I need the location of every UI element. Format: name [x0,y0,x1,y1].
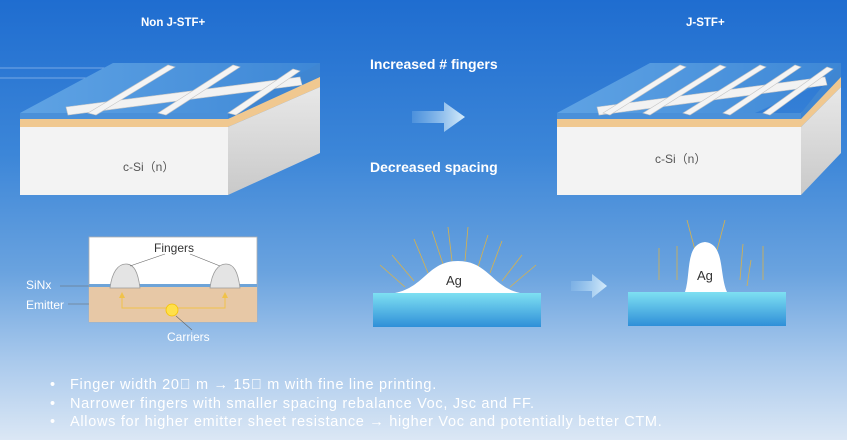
right-substrate-label: c-Si（n） [655,152,706,166]
finger-bump-left [109,263,141,289]
bullet-list: •Finger width 20  m → 15  m with fine li… [50,376,662,432]
ag-base-narrow [628,292,786,326]
decorative-lines [0,67,110,79]
left-wafer-diagram: c-Si（n） [20,63,320,195]
sinx-layer [20,113,228,119]
substrate-face [20,127,228,195]
sinx-layer [557,113,801,119]
sinx-label: SiNx [26,278,52,292]
arrow-icon [412,102,465,132]
carriers-label: Carriers [167,330,210,344]
finger [722,64,802,116]
ag-left-label: Ag [446,273,462,288]
emitter-layer [557,119,801,127]
increased-fingers-text: Increased # fingers [370,56,498,72]
left-substrate-label: c-Si（n） [123,160,174,174]
finger [227,68,301,116]
finger [682,64,767,116]
finger [762,66,834,116]
bullet-item: •Allows for higher emitter sheet resista… [50,414,663,430]
right-wafer-diagram: c-Si（n） [557,63,841,195]
ag-finger-wide [395,261,520,293]
finger [87,64,176,116]
arrow-small-icon [571,274,607,298]
finger-bump-right [209,263,241,289]
cross-section-diagram: Fingers [60,236,258,331]
left-panel-title: Non J-STF+ [141,17,206,29]
emitter-layer [20,119,228,127]
bullet-item: •Narrower fingers with smaller spacing r… [50,395,535,412]
finger [602,64,687,116]
substrate-face [557,127,801,195]
ag-right-label: Ag [697,268,713,283]
emitter-label: Emitter [26,298,65,312]
finger [157,64,241,116]
sinx-layer [89,284,257,287]
ag-finger-narrow [685,242,727,292]
right-panel-title: J-STF+ [686,17,725,29]
ag-profile-narrow: Ag [628,219,786,326]
decreased-spacing-text: Decreased spacing [370,159,498,175]
busbar [65,76,303,116]
ag-profile-wide: Ag [373,226,541,327]
ag-base-wide [373,293,541,327]
bullet-item: •Finger width 20  m → 15  m with fine li… [50,377,437,393]
carrier-dot [165,303,179,317]
finger [642,64,727,116]
fingers-label: Fingers [154,241,194,255]
